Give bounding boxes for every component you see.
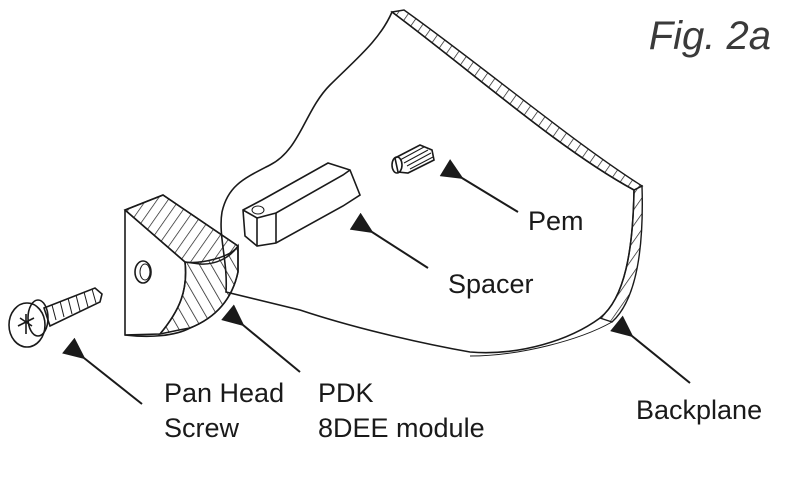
pem-part	[391, 144, 435, 174]
spacer-arrow	[349, 212, 429, 269]
backplane-label: Backplane	[636, 395, 763, 425]
backplane-arrow	[610, 315, 691, 384]
screw-arrow	[62, 337, 143, 405]
figure-label: Fig. 2a	[648, 14, 771, 58]
spacer-part	[242, 162, 361, 247]
backplane-part	[220, 9, 644, 357]
pan-head-screw-label-line2: Screw	[164, 413, 240, 443]
pan-head-screw-part	[8, 287, 103, 348]
pem-arrow	[439, 159, 519, 213]
pdk-module-part	[123, 194, 240, 338]
pem-label: Pem	[528, 206, 584, 236]
spacer-label: Spacer	[448, 269, 534, 299]
pdk-arrow	[221, 304, 301, 373]
pdk-label-line2: 8DEE module	[318, 413, 485, 443]
pan-head-screw-label-line1: Pan Head	[164, 378, 285, 408]
callout-arrows	[62, 159, 691, 405]
pdk-label-line1: PDK	[318, 378, 374, 408]
